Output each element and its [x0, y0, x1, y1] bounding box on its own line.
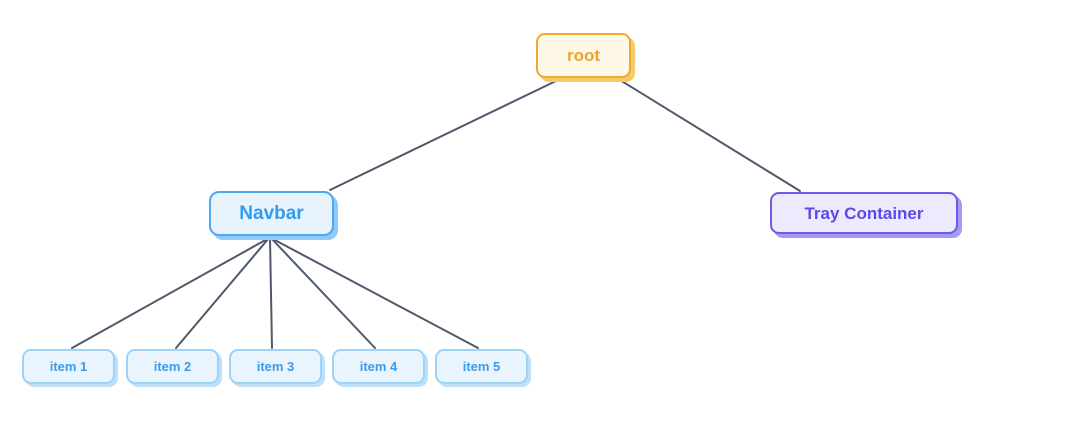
- node-root-label: root: [566, 46, 601, 65]
- node-root[interactable]: root: [536, 33, 631, 78]
- edge-navbar-to-item5: [270, 237, 479, 349]
- node-navbar-label: Navbar: [239, 203, 304, 224]
- edge-root-to-tray: [619, 79, 801, 192]
- node-tray-container-label: Tray Container: [804, 203, 924, 223]
- node-item-3-label: item 3: [256, 359, 295, 374]
- node-item-2-label: item 2: [153, 359, 192, 374]
- node-item-5-label: item 5: [462, 359, 501, 374]
- node-item-1[interactable]: item 1: [22, 349, 115, 384]
- node-item-5[interactable]: item 5: [435, 349, 528, 384]
- node-tray-container[interactable]: Tray Container: [770, 192, 958, 234]
- node-item-4[interactable]: item 4: [332, 349, 425, 384]
- edge-navbar-to-item4: [270, 237, 376, 349]
- node-item-4-label: item 4: [359, 359, 398, 374]
- edge-navbar-to-item2: [175, 237, 270, 349]
- node-item-1-label: item 1: [49, 359, 88, 374]
- node-item-2[interactable]: item 2: [126, 349, 219, 384]
- node-item-3[interactable]: item 3: [229, 349, 322, 384]
- node-navbar[interactable]: Navbar: [209, 191, 334, 236]
- edge-root-to-navbar: [329, 79, 559, 191]
- edge-navbar-to-item1: [71, 237, 270, 349]
- edge-navbar-to-item3: [269, 237, 273, 349]
